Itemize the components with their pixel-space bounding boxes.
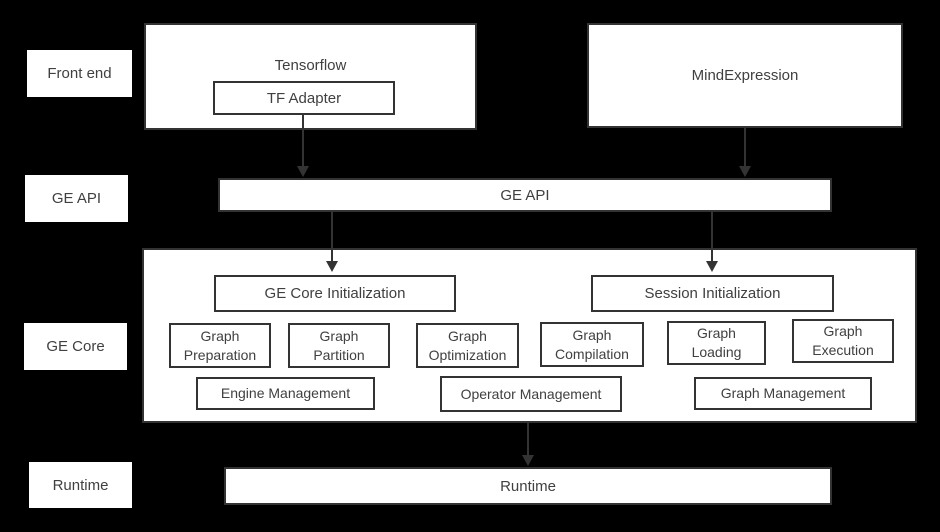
tensorflow-label: Tensorflow: [274, 57, 347, 74]
arrow-head-icon: [297, 166, 309, 177]
graph-optimization-box: Graph Optimization: [416, 323, 519, 368]
arrow-head-icon: [739, 166, 751, 177]
tf-adapter-box: TF Adapter: [213, 81, 395, 115]
layer-label-front-end: Front end: [27, 50, 132, 97]
ge-core-initialization-box: GE Core Initialization: [214, 275, 456, 312]
graph-execution-box: Graph Execution: [792, 319, 894, 363]
mindexpression-box: MindExpression: [587, 23, 903, 128]
session-initialization-box: Session Initialization: [591, 275, 834, 312]
graph-compilation-box: Graph Compilation: [540, 322, 644, 367]
arrow-mindexpression-to-ge-api: [739, 128, 751, 177]
arrow-shaft: [711, 212, 713, 261]
arrow-shaft: [331, 212, 333, 261]
tensorflow-box: Tensorflow TF Adapter: [144, 23, 477, 130]
graph-partition-box: Graph Partition: [288, 323, 390, 368]
runtime-bar: Runtime: [224, 467, 832, 505]
arrow-head-icon: [326, 261, 338, 272]
arrow-shaft: [527, 423, 529, 455]
arrow-shaft: [744, 128, 746, 166]
operator-management-box: Operator Management: [440, 376, 622, 412]
arrow-tf-adapter-to-ge-api: [297, 113, 309, 177]
arrow-ge-core-to-runtime: [522, 423, 534, 466]
ge-api-bar: GE API: [218, 178, 832, 212]
arrow-ge-api-to-ge-core-initialization: [326, 212, 338, 272]
graph-management-box: Graph Management: [694, 377, 872, 410]
graph-preparation-box: Graph Preparation: [169, 323, 271, 368]
graph-loading-box: Graph Loading: [667, 321, 766, 365]
arrow-head-icon: [522, 455, 534, 466]
engine-management-box: Engine Management: [196, 377, 375, 410]
arrow-ge-api-to-session-initialization: [706, 212, 718, 272]
layer-label-runtime: Runtime: [29, 462, 132, 508]
arrow-head-icon: [706, 261, 718, 272]
layer-label-ge-api: GE API: [25, 175, 128, 222]
layer-label-ge-core: GE Core: [24, 323, 127, 370]
arrow-shaft: [302, 113, 304, 166]
ge-core-box: GE Core Initialization Session Initializ…: [142, 248, 917, 423]
